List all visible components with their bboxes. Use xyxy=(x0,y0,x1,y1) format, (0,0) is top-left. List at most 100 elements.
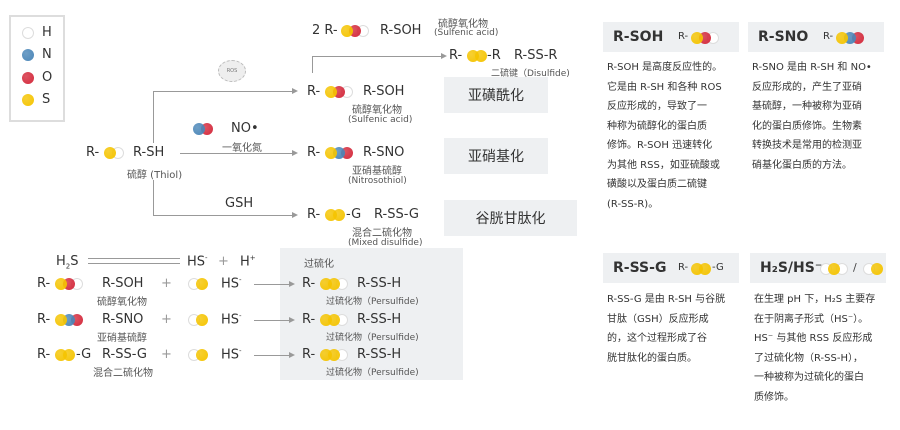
sulfur-atom-icon xyxy=(691,32,703,44)
card-prefix: R- xyxy=(823,31,834,42)
product-name-cn: 硫醇氧化物 xyxy=(352,105,402,116)
sulfur-atom-icon xyxy=(467,50,479,62)
branch-line xyxy=(153,180,154,216)
process-label: 谷胱甘肽化 xyxy=(475,211,546,227)
hydrosulfide-molecule-icon xyxy=(188,349,208,361)
reactant-name: 亚硝基硫醇 xyxy=(97,333,147,344)
ros-label: ROS xyxy=(226,68,238,74)
thiol-molecule-icon xyxy=(104,147,124,159)
product-prefix: R- xyxy=(302,276,316,291)
card-separator: / xyxy=(853,261,857,274)
sulfur-atom-icon xyxy=(325,147,337,159)
persulfide-formula: R-SS-H xyxy=(357,347,402,362)
branch-line xyxy=(153,91,154,143)
ros-cloud-icon: ROS xyxy=(218,60,246,82)
proton-label: H+ xyxy=(240,254,256,270)
card-title: H₂S/HS⁻ xyxy=(760,260,823,276)
sulfur-atom-icon xyxy=(325,209,337,221)
process-label: 亚硝基化 xyxy=(468,149,524,165)
gsh-label: GSH xyxy=(225,196,254,211)
reaction-arrow xyxy=(254,320,290,321)
oxygen-atom-icon xyxy=(22,72,34,84)
product-formula: R-SS-G xyxy=(374,207,419,222)
product-name-en: (Nitrosothiol) xyxy=(348,176,407,186)
product-prefix: R- xyxy=(302,347,316,362)
product-formula: R-SOH xyxy=(363,84,405,99)
reactant-formula: R-SS-G xyxy=(102,347,147,362)
disulfide-arrow xyxy=(312,56,442,57)
card-description: R-SNO 是由 R-SH 和 NO• 反应形成的，产生了亚硝 基硫醇，一种被称… xyxy=(752,62,872,171)
card-description: R-SOH 是高度反应性的。 它是由 R-SH 和各种 ROS 反应形成的，导致… xyxy=(607,62,723,210)
product-name-en: (Mixed disulfide) xyxy=(348,238,423,248)
disulfide-formula: R-SS-R xyxy=(514,48,558,63)
thiol-formula: R-SH xyxy=(133,145,165,160)
legend-label-h: H xyxy=(42,25,52,40)
persulfide-molecule-icon xyxy=(320,278,348,290)
card-molecule-icon xyxy=(820,263,848,275)
hs-ion-label: HS- xyxy=(221,276,242,292)
arrowhead-icon xyxy=(292,88,298,94)
persulfide-name: 过硫化物（Persulfide) xyxy=(326,368,419,378)
product-suffix: -G xyxy=(346,207,362,222)
thiol-name: 硫醇 (Thiol) xyxy=(127,170,183,181)
sulfur-atom-icon xyxy=(22,94,34,106)
process-label: 亚磺酰化 xyxy=(468,88,524,104)
no-label: NO• xyxy=(231,121,259,136)
process-label-box: 亚磺酰化 xyxy=(444,77,548,113)
card-description: 在生理 pH 下，H₂S 主要存 在于阴离子形式（HS⁻）。 HS⁻ 与其他 R… xyxy=(754,294,876,403)
persulfide-name: 过硫化物（Persulfide) xyxy=(326,297,419,307)
reactant-prefix: R- xyxy=(37,276,51,291)
sulfur-atom-icon xyxy=(22,94,34,106)
legend-label-o: O xyxy=(42,70,53,85)
sulfur-atom-icon xyxy=(325,86,337,98)
reactant-suffix: -G xyxy=(76,347,92,362)
hydrogen-atom-icon xyxy=(22,27,34,39)
top-name-en: (Sulfenic acid) xyxy=(434,28,499,38)
reactant-formula: R-SNO xyxy=(102,312,144,327)
product-formula: R-SNO xyxy=(363,145,405,160)
reactant-molecule-icon xyxy=(55,349,75,361)
persulfide-formula: R-SS-H xyxy=(357,276,402,291)
arrow-ros xyxy=(153,91,293,92)
product-prefix: R- xyxy=(307,207,321,222)
reactant-formula: R-SOH xyxy=(102,276,144,291)
card-molecule-icon xyxy=(691,263,711,275)
persulfidation-title: 过硫化 xyxy=(304,259,334,270)
product-name-cn: 混合二硫化物 xyxy=(352,228,412,239)
equilibrium-arrow-icon xyxy=(88,258,180,264)
nitrogen-atom-icon xyxy=(22,49,34,61)
sulfur-atom-icon xyxy=(196,314,208,326)
process-label-box: 谷胱甘肽化 xyxy=(444,200,577,236)
sulfur-atom-icon xyxy=(196,349,208,361)
persulfide-molecule-icon xyxy=(320,349,348,361)
atom-legend xyxy=(9,15,65,122)
sulfur-atom-icon xyxy=(871,263,883,275)
card-prefix: R- xyxy=(678,262,689,273)
sulfenic-acid-molecule-icon xyxy=(341,25,369,37)
sulfur-atom-icon xyxy=(341,25,353,37)
arrowhead-icon xyxy=(441,53,447,59)
reactant-prefix: R- xyxy=(37,312,51,327)
disulfide-arrow xyxy=(312,56,313,73)
plus-sign: + xyxy=(161,312,172,327)
plus-sign: + xyxy=(161,276,172,291)
card-title: R-SS-G xyxy=(613,260,667,276)
card-suffix: -G xyxy=(712,262,724,273)
persulfidation-panel xyxy=(280,248,463,380)
hs-ion-label: HS- xyxy=(221,312,242,328)
arrowhead-icon xyxy=(289,317,295,323)
sulfur-atom-icon xyxy=(320,278,332,290)
product-name-en: (Sulfenic acid) xyxy=(348,115,413,125)
oxygen-atom-icon xyxy=(22,72,34,84)
hydrogen-atom-icon xyxy=(22,27,34,39)
arrowhead-icon xyxy=(292,212,298,218)
nitric-oxide-molecule-icon xyxy=(193,123,213,135)
card-molecule-icon xyxy=(863,263,883,275)
thiol-prefix: R- xyxy=(86,145,100,160)
no-name: 一氧化氮 xyxy=(222,143,262,154)
card-header: R-SS-G xyxy=(603,253,739,283)
product-molecule-icon xyxy=(325,86,353,98)
hs-ion-label: HS- xyxy=(221,347,242,363)
hydrosulfide-molecule-icon xyxy=(188,314,208,326)
sulfur-atom-icon xyxy=(55,278,67,290)
